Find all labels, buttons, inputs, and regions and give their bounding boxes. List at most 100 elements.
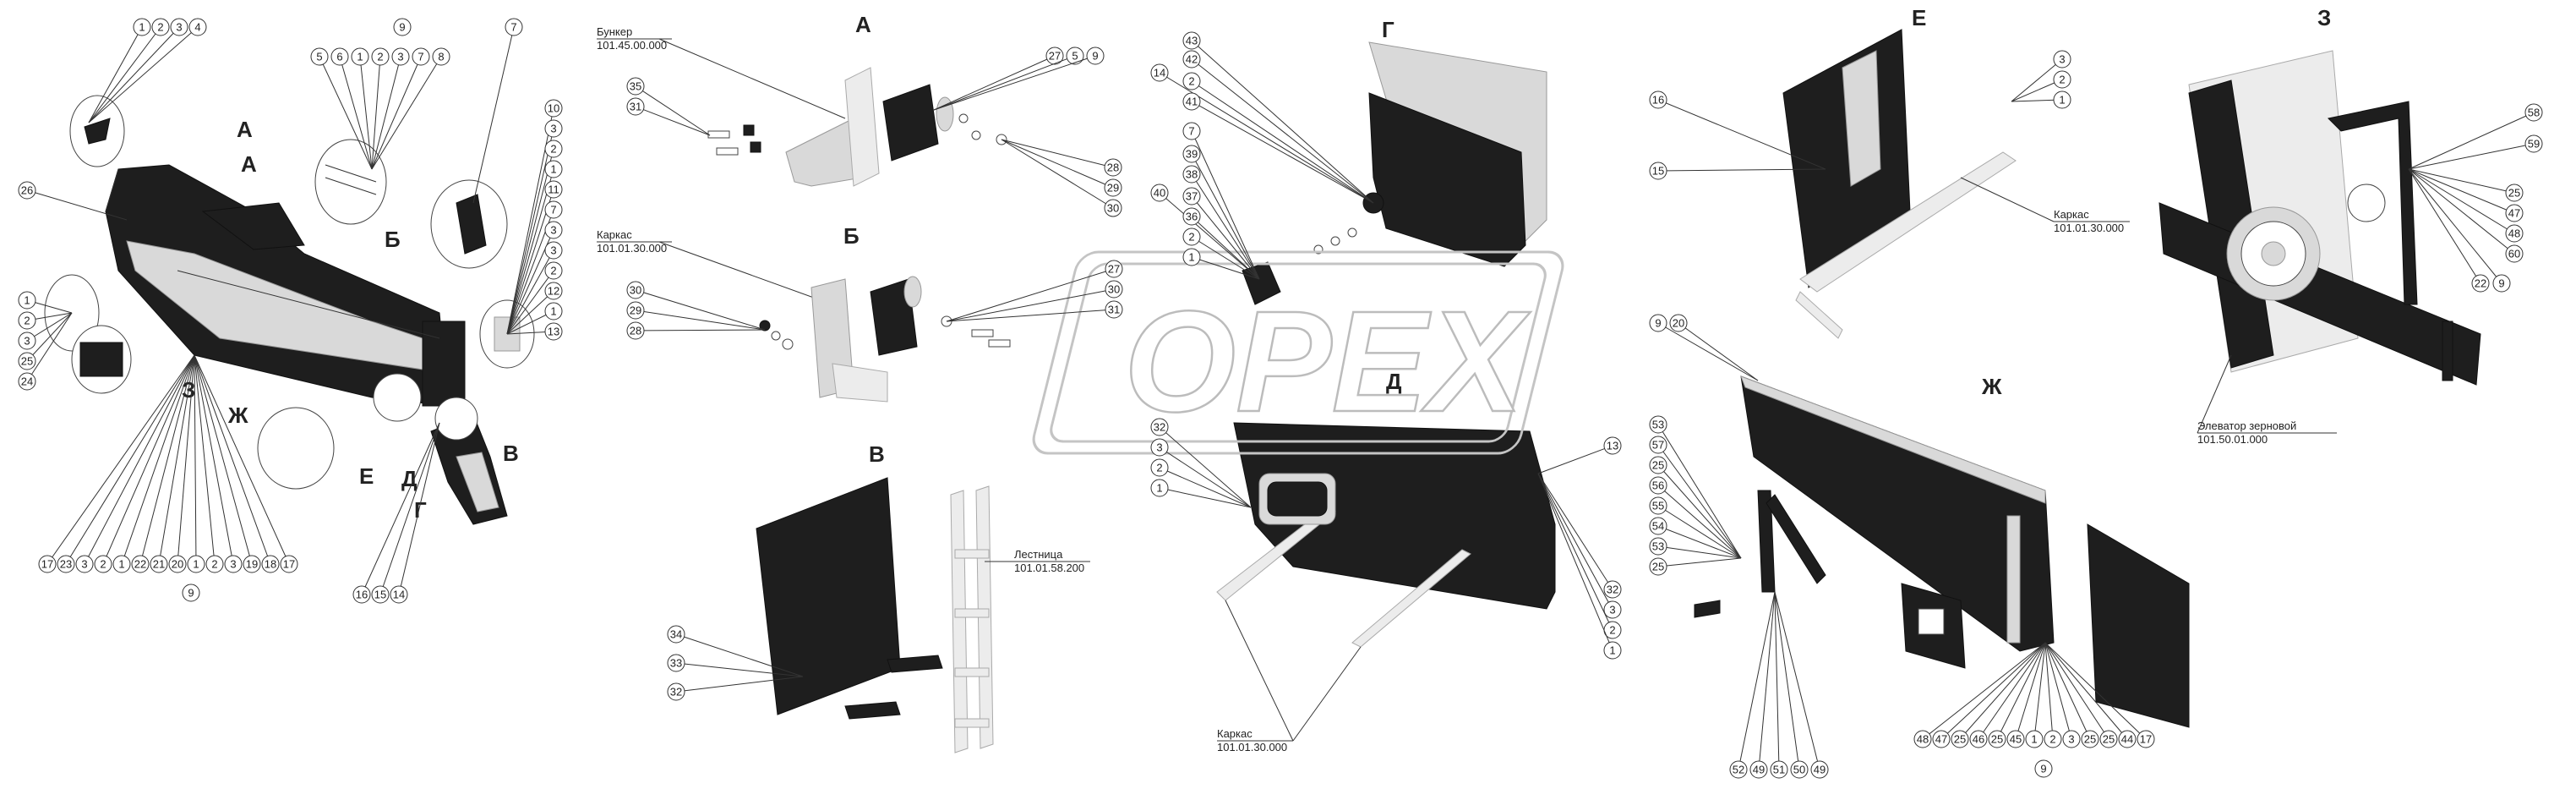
callout-bubble — [667, 625, 685, 644]
callout-number: 3 — [2059, 53, 2065, 66]
callout-number: 27 — [1049, 50, 1061, 63]
callout-leader — [2408, 168, 2515, 194]
marker-e: Е — [359, 463, 374, 489]
callout-bubble — [2505, 244, 2524, 263]
callout-bubble — [544, 140, 563, 158]
callout-leader — [88, 26, 143, 123]
callout-leader — [1978, 642, 2046, 740]
callout-number: 1 — [1609, 644, 1615, 657]
detail-circle-zh — [257, 407, 335, 490]
view-e-frame — [1799, 151, 2017, 293]
view-z-frame — [2327, 101, 2418, 305]
callout-leader — [1191, 256, 1260, 280]
callout-leader — [506, 270, 554, 335]
callout-number: 53 — [1652, 540, 1664, 553]
callout-leader — [84, 354, 195, 565]
marker-g: Г — [414, 497, 427, 523]
callout-bubble — [1086, 47, 1105, 65]
callout-bubble — [330, 47, 349, 66]
callout-leader — [2011, 58, 2063, 102]
callout-leader — [319, 56, 373, 170]
callout-number: 14 — [393, 589, 405, 601]
callout-leader — [1657, 444, 1742, 559]
callout-leader — [88, 26, 161, 123]
callout-bubble — [1770, 760, 1788, 779]
callout-number: 20 — [1673, 317, 1684, 330]
callout-leader — [1774, 591, 1800, 770]
callout-leader — [371, 56, 401, 170]
callout-number: 3 — [230, 558, 236, 571]
callout-bubble — [2062, 730, 2081, 748]
main-upper-panel — [201, 202, 305, 250]
callout-bubble — [18, 311, 36, 330]
callout-leader — [26, 312, 73, 362]
callout-number: 25 — [2084, 733, 2096, 746]
callout-leader — [1191, 58, 1374, 204]
callout-bubble — [351, 47, 369, 66]
callout-number: 22 — [2475, 277, 2486, 290]
callout-leader — [946, 288, 1115, 322]
callout-bubble — [2034, 759, 2053, 778]
callout-number: 3 — [81, 558, 87, 571]
callout-bubble — [1182, 145, 1201, 163]
callout-bubble — [1182, 187, 1201, 205]
callout-leader — [472, 26, 515, 204]
callout-leader — [46, 354, 195, 565]
callout-bubble — [1150, 418, 1169, 436]
view-e-caption-code: 101.01.30.000 — [2054, 222, 2124, 234]
callout-number: 2 — [2059, 74, 2065, 86]
callout-number: 36 — [1186, 211, 1198, 223]
callout-number: 45 — [2010, 733, 2022, 746]
callout-bubble — [38, 555, 57, 573]
view-z: З Элеватор зерновой 101.50.01.000 — [2158, 5, 2481, 446]
callout-bubble — [1988, 730, 2006, 748]
callout-number: 54 — [1652, 520, 1664, 533]
callout-number: 4 — [194, 21, 200, 34]
callout-bubble — [544, 160, 563, 178]
callout-number: 19 — [246, 558, 258, 571]
callout-bubble — [280, 555, 298, 573]
callout-bubble — [1150, 63, 1169, 82]
callout-number: 9 — [2498, 277, 2504, 290]
callout-leader — [2408, 143, 2535, 170]
callout-bubble — [2492, 274, 2511, 293]
callout-number: 2 — [157, 21, 163, 34]
callout-bubble — [1969, 730, 1988, 748]
callout-leader — [506, 290, 554, 335]
callout-number: 25 — [1652, 459, 1664, 472]
callout-bubble — [2505, 184, 2524, 202]
callout-leader — [194, 354, 197, 565]
callout-leader — [371, 56, 381, 170]
callout-number: 23 — [60, 558, 72, 571]
callout-bubble — [1669, 314, 1688, 332]
callout-number: 33 — [670, 657, 682, 670]
callout-number: 28 — [1107, 162, 1119, 174]
callout-bubble — [2099, 730, 2118, 748]
callout-bubble — [18, 352, 36, 370]
callout-bubble — [1932, 730, 1951, 748]
callout-number: 1 — [1156, 482, 1162, 495]
callout-leader — [635, 310, 766, 331]
callout-number: 1 — [193, 558, 199, 571]
callout-number: 32 — [1607, 584, 1618, 596]
callout-number: 18 — [265, 558, 276, 571]
callout-bubble — [1150, 184, 1169, 202]
callout-number: 9 — [1092, 50, 1098, 63]
callout-bubble — [544, 241, 563, 260]
callout-leader — [1191, 173, 1260, 280]
callout-number: 13 — [548, 326, 559, 338]
callout-number: 7 — [418, 51, 423, 63]
marker-zh: Ж — [227, 403, 248, 428]
callout-number: 25 — [1652, 561, 1664, 573]
callout-leader — [1191, 195, 1260, 280]
callout-bubble — [170, 18, 188, 36]
view-v-panel — [756, 477, 901, 715]
callout-bubble — [18, 291, 36, 310]
callout-bubble — [544, 261, 563, 280]
callout-leader — [675, 662, 804, 677]
callout-number: 2 — [1188, 75, 1194, 88]
callout-number: 58 — [2528, 107, 2540, 119]
view-g-title: Г — [1382, 17, 1394, 42]
callout-number: 5 — [1072, 50, 1078, 63]
